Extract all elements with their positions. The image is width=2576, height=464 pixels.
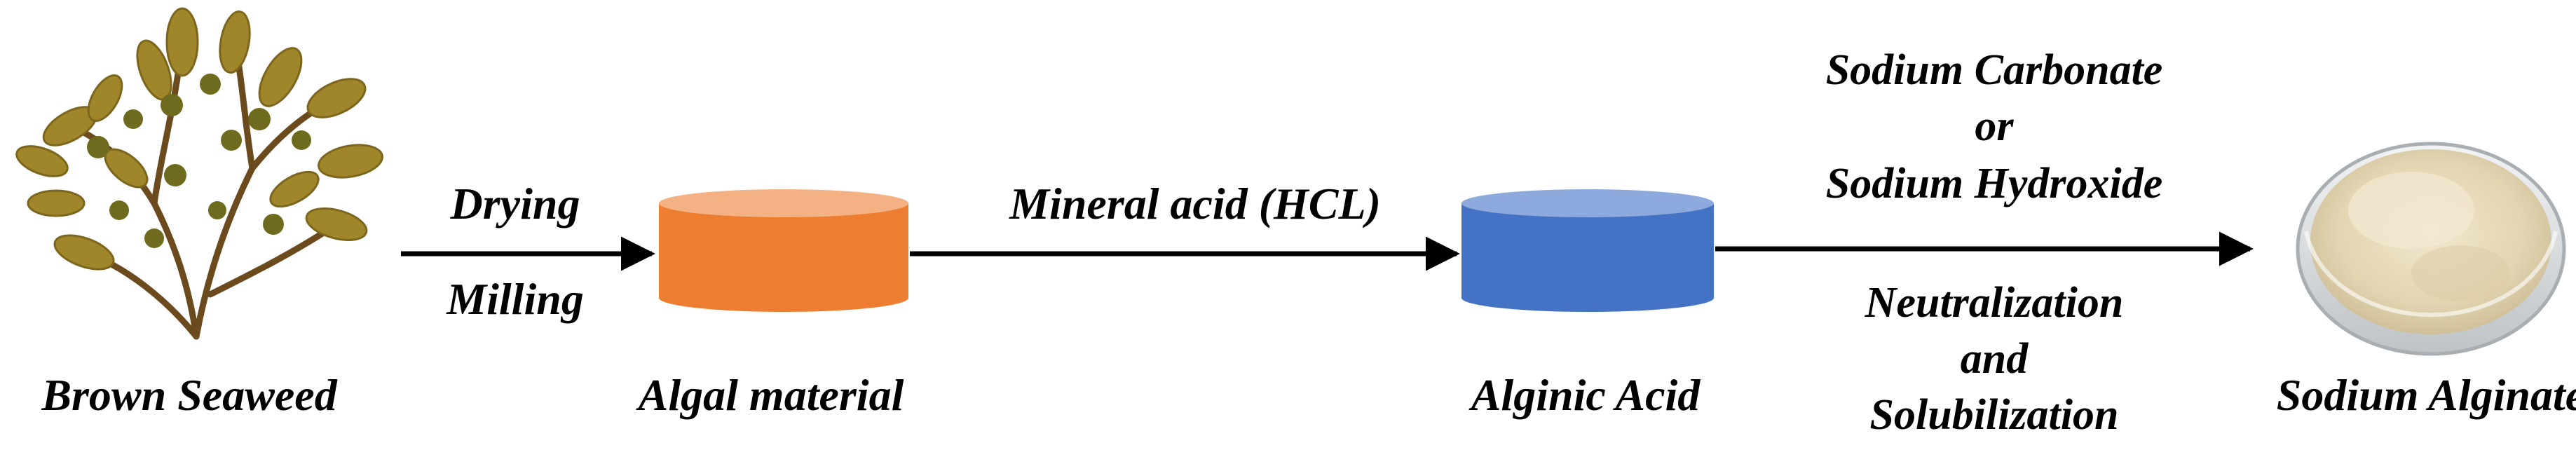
and-label: and [1961, 335, 2029, 383]
or-label: or [1975, 102, 2014, 150]
solubilization-label: Solubilization [1870, 391, 2119, 439]
drying-label: Drying [450, 179, 580, 228]
brown-seaweed-image [15, 7, 383, 340]
milling-label: Milling [446, 274, 584, 324]
algal-material-label: Algal material [636, 370, 904, 420]
mineral-acid-label: Mineral acid (HCL) [1009, 179, 1381, 228]
algal-material-cylinder [659, 189, 908, 312]
alginic-acid-label: Alginic Acid [1468, 370, 1701, 420]
brown-seaweed-label: Brown Seaweed [41, 370, 337, 420]
sodium-hydroxide-label: Sodium Hydroxide [1826, 160, 2163, 207]
sodium-alginate-label: Sodium Alginate [2277, 370, 2576, 420]
sodium-carbonate-label: Sodium Carbonate [1826, 46, 2163, 94]
neutralization-label: Neutralization [1865, 279, 2124, 327]
sodium-alginate-dish-image [2296, 142, 2566, 356]
alginic-acid-cylinder [1461, 189, 1714, 312]
